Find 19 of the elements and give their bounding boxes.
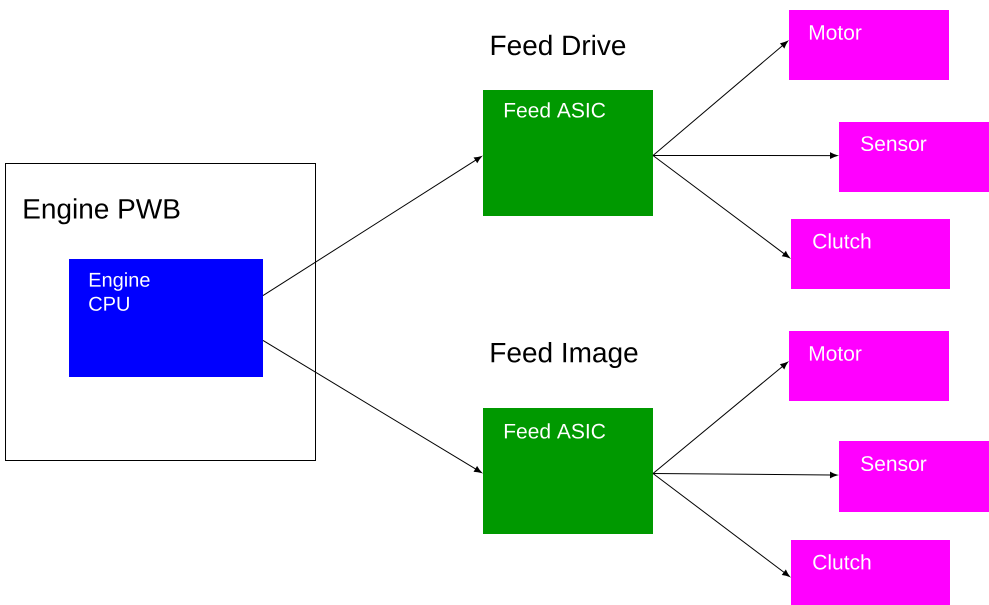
cpu-box: Engine CPU [69, 259, 263, 377]
part-box: Sensor [839, 122, 989, 192]
arrow [262, 156, 482, 296]
part-box: Clutch [791, 219, 950, 289]
part-box: Sensor [839, 440, 989, 512]
asic-box: Feed Drive Feed ASIC [483, 34, 653, 216]
arrow [652, 362, 788, 474]
part-box: Motor [789, 331, 949, 401]
part-box: Motor [789, 10, 949, 80]
node-label: Feed Drive [492, 34, 626, 56]
node-label: Feed Image [492, 342, 638, 368]
arrow [652, 155, 790, 258]
asic-box: Feed Image Feed ASIC [483, 342, 653, 534]
arrow [652, 40, 788, 156]
arrow [652, 472, 838, 478]
arrow [652, 473, 790, 577]
arrow [262, 340, 482, 473]
part-box: Clutch [791, 540, 950, 605]
arrow [652, 152, 838, 159]
